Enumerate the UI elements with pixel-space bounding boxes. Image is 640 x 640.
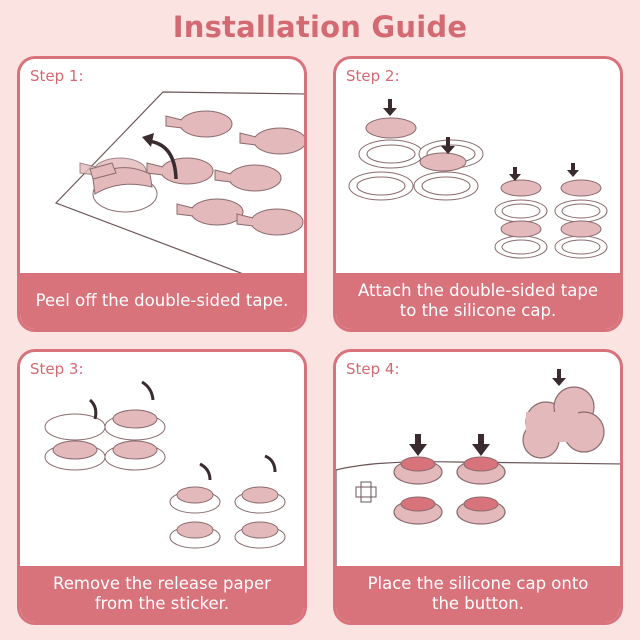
step-4-illustration xyxy=(336,369,620,593)
step-3-card: Step 3: Remove the release paper from th… xyxy=(17,349,307,625)
step-2-card: Step 2: Attach the double-sided tape to … xyxy=(333,56,623,332)
silicone-cap xyxy=(522,386,605,459)
step-1-card: Step 1: Peel off the double-sided tape. xyxy=(17,56,307,332)
step-2-label: Step 2: xyxy=(346,67,400,85)
step-3-caption: Remove the release paper from the sticke… xyxy=(20,566,304,622)
step-3-label: Step 3: xyxy=(30,360,84,378)
step-1-caption: Peel off the double-sided tape. xyxy=(20,273,304,329)
page-title: Installation Guide xyxy=(172,10,468,44)
step-1-label: Step 1: xyxy=(30,67,84,85)
step-3-illustration xyxy=(44,380,286,549)
peeled-tape xyxy=(89,162,158,213)
down-arrow-icon xyxy=(383,99,579,181)
curved-arrow-icon xyxy=(147,139,178,180)
step-2-caption: Attach the double-sided tape to the sili… xyxy=(336,273,620,329)
step-4-card: Step 4: Place the silicone cap onto the … xyxy=(333,349,623,625)
step-1-illustration xyxy=(54,91,304,279)
curved-arrow-icon xyxy=(88,380,277,481)
step-2-illustration xyxy=(348,99,608,259)
step-4-label: Step 4: xyxy=(346,360,400,378)
down-arrow-icon xyxy=(409,369,566,456)
step-4-caption: Place the silicone cap onto the button. xyxy=(336,566,620,622)
